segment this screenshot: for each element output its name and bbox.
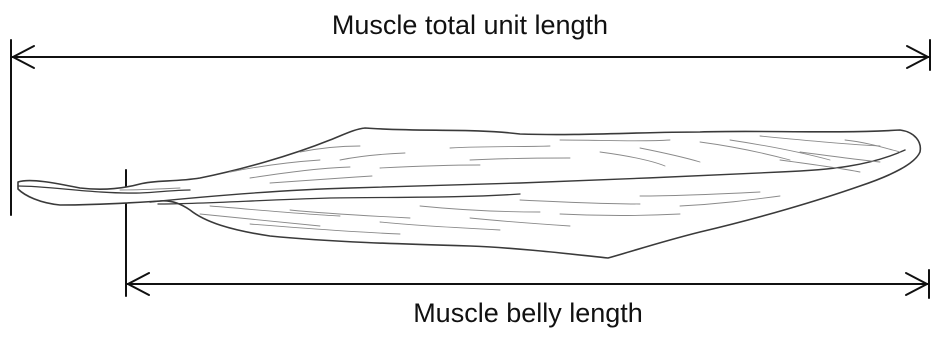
muscle-sketch xyxy=(18,128,920,258)
